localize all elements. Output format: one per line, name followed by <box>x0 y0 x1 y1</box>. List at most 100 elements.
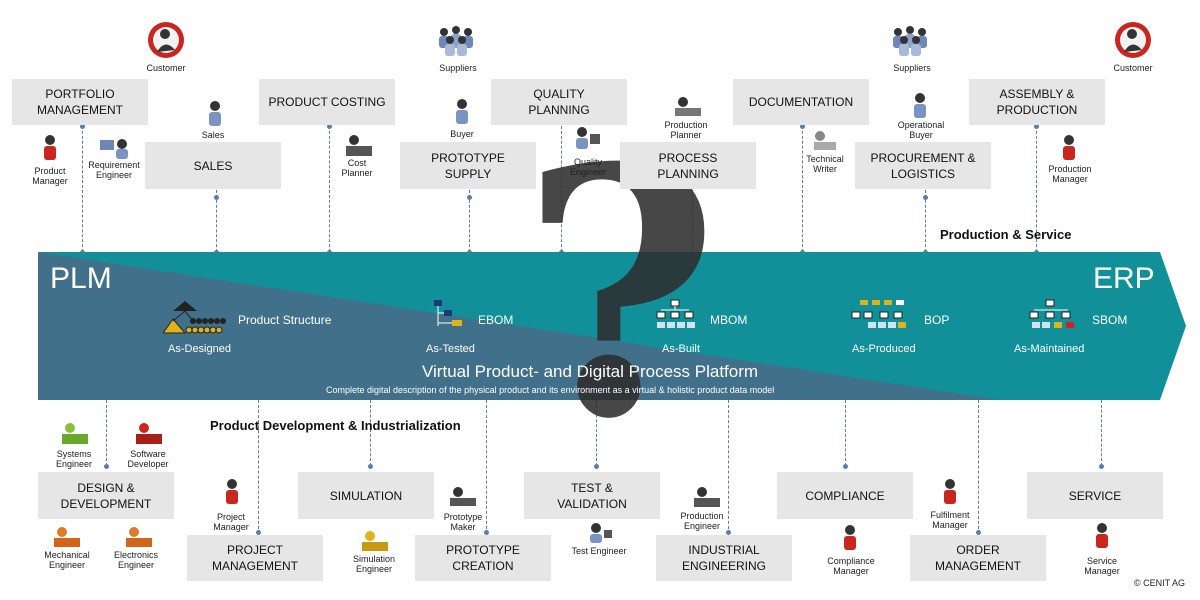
band-dark <box>38 252 1000 400</box>
systems-engineer-icon <box>62 423 88 444</box>
production-planner-icon <box>675 97 701 116</box>
connector-dot <box>1099 464 1104 469</box>
connector-line <box>802 126 803 252</box>
prototype-maker-icon <box>450 487 476 506</box>
connector-dot <box>976 530 981 535</box>
role-mechanical-engineer: Mechanical Engineer <box>44 550 90 570</box>
role-simulation-engineer: Simulation Engineer <box>352 554 396 574</box>
box-test-validation[interactable]: TEST &VALIDATION <box>524 472 660 519</box>
box-line-1: COMPLIANCE <box>805 488 885 503</box>
box-line-1: PROCESS <box>658 150 718 165</box>
connector-line <box>258 400 259 534</box>
connector-line <box>978 400 979 534</box>
suppliers-icon <box>439 26 473 56</box>
box-assembly-production[interactable]: ASSEMBLY & PRODUCTION <box>969 79 1105 125</box>
box-line-1: ASSEMBLY & <box>999 87 1075 101</box>
connector-line <box>845 400 846 466</box>
box-line-2: PLANNING <box>528 103 590 117</box>
connector-line <box>925 190 926 252</box>
platform-title: Virtual Product- and Digital Process Pla… <box>422 362 759 381</box>
compliance-manager-icon <box>844 525 856 550</box>
role-compliance-manager: Compliance Manager <box>827 556 875 576</box>
connector-dot <box>923 195 928 200</box>
role-production-manager: Production Manager <box>1048 164 1092 184</box>
test-engineer-icon <box>590 523 612 543</box>
box-line-1: INDUSTRIAL <box>688 543 760 557</box>
box-line-1: DOCUMENTATION <box>748 95 854 109</box>
role-test-engineer: Test Engineer <box>571 546 627 556</box>
stage-ebom: EBOM <box>478 313 514 327</box>
box-line-2: PRODUCTION <box>996 103 1078 117</box>
connector-dot <box>843 464 848 469</box>
role-project-manager: Project Manager <box>213 512 249 532</box>
box-line-1: PROJECT <box>226 543 283 557</box>
role-systems-engineer: Systems Engineer <box>55 449 93 469</box>
technical-writer-icon <box>814 131 836 150</box>
box-design-development[interactable]: DESIGN &DEVELOPMENT <box>38 472 174 519</box>
software-developer-icon <box>136 423 162 444</box>
operational-buyer-icon <box>914 93 926 118</box>
box-line-1: DESIGN & <box>77 480 135 495</box>
stage-as-maintained: As-Maintained <box>1014 343 1085 355</box>
connector-dot <box>368 464 373 469</box>
box-product-costing[interactable]: PRODUCT COSTING <box>259 79 395 125</box>
box-line-1: ORDER <box>956 543 1000 557</box>
box-documentation[interactable]: DOCUMENTATION <box>733 79 869 125</box>
role-suppliers-mid: Suppliers <box>439 63 477 73</box>
box-line-2: ENGINEERING <box>681 559 766 573</box>
mechanical-engineer-icon <box>54 527 80 547</box>
role-customer-left: Customer <box>146 63 186 73</box>
copyright: © CENIT AG <box>1134 578 1185 588</box>
role-requirement-engineer: Requirement Engineer <box>88 160 140 180</box>
quality-engineer-icon <box>576 127 600 149</box>
platform-subtitle: Complete digital description of the phys… <box>326 385 775 395</box>
stage-mbom: MBOM <box>710 313 748 327</box>
connector-dot <box>484 530 489 535</box>
stage-product-structure: Product Structure <box>238 313 332 327</box>
role-production-engineer: Production Engineer <box>680 511 724 531</box>
connector-dot <box>80 124 85 129</box>
box-industrial-engineering[interactable]: INDUSTRIAL ENGINEERING <box>656 535 792 581</box>
connector-line <box>692 190 693 252</box>
box-line-2: DEVELOPMENT <box>60 496 152 511</box>
connector-dot <box>327 124 332 129</box>
box-line-1: SIMULATION <box>329 488 403 503</box>
cost-planner-icon <box>346 135 372 156</box>
box-project-management[interactable]: PROJECT MANAGEMENT <box>187 535 323 581</box>
product-structure-icon <box>163 301 226 334</box>
role-fulfilment-manager: Fulfilment Manager <box>930 510 970 530</box>
connector-dot <box>467 195 472 200</box>
box-line-1: PROTOTYPE <box>446 543 520 557</box>
connector-line <box>486 400 487 534</box>
connector-line <box>596 400 597 466</box>
erp-label: ERP <box>1093 262 1155 295</box>
box-compliance[interactable]: COMPLIANCE <box>777 472 913 519</box>
box-line-2: PLANNING <box>657 166 719 181</box>
stage-sbom: SBOM <box>1092 313 1128 327</box>
connector-line <box>370 400 371 466</box>
suppliers-icon <box>893 26 927 56</box>
connector-line <box>106 400 107 466</box>
box-sales[interactable]: SALES <box>145 142 281 189</box>
stage-as-tested: As-Tested <box>426 343 475 355</box>
section-production-service: Production & Service <box>940 227 1072 242</box>
box-service[interactable]: SERVICE <box>1027 472 1163 519</box>
box-line-2: MANAGEMENT <box>211 559 298 573</box>
role-customer-right: Customer <box>1113 63 1153 73</box>
mbom-icon <box>656 299 695 328</box>
box-procurement-logistics[interactable]: PROCUREMENT &LOGISTICS <box>855 142 991 189</box>
simulation-engineer-icon <box>362 531 388 551</box>
customer-icon <box>148 22 184 58</box>
role-product-manager: Product Manager <box>32 166 68 186</box>
box-simulation[interactable]: SIMULATION <box>298 472 434 519</box>
role-prototype-maker: Prototype Maker <box>443 512 483 532</box>
box-line-2: MANAGEMENT <box>36 103 123 117</box>
buyer-icon <box>456 99 468 124</box>
